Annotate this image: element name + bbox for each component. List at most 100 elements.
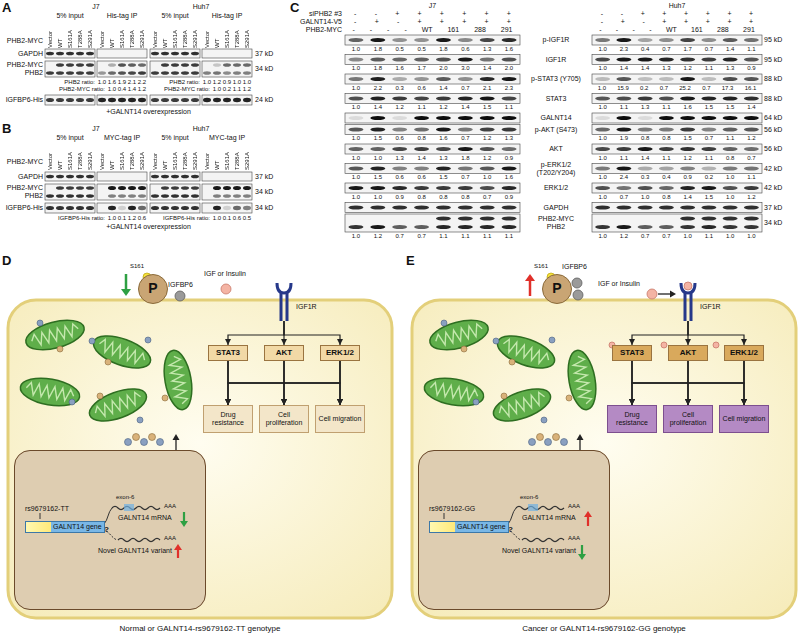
blot-band bbox=[744, 128, 759, 132]
blot-band bbox=[480, 147, 495, 151]
ratio-values: 1.0 1.8 0.5 0.5 1.8 0.6 1.3 1.6 bbox=[352, 46, 513, 52]
blot-band bbox=[414, 225, 429, 229]
blot-band bbox=[659, 186, 674, 190]
blot-band bbox=[243, 71, 251, 75]
lane-symbols: - - + + + + + + bbox=[354, 10, 511, 17]
blot-frame bbox=[202, 172, 252, 181]
blot-band bbox=[370, 97, 385, 101]
blot-band bbox=[76, 98, 84, 102]
blot-band bbox=[436, 225, 451, 229]
blot-band bbox=[414, 147, 429, 151]
blot-band bbox=[723, 206, 738, 210]
cell-line: J7 bbox=[429, 2, 436, 9]
blot-frame bbox=[345, 203, 520, 213]
signal-arrow bbox=[228, 361, 284, 405]
blot-band bbox=[66, 52, 74, 56]
blot-band bbox=[480, 206, 495, 210]
lane-symbols: - + - + + + + + bbox=[601, 18, 753, 25]
site-label: S161 bbox=[130, 263, 144, 269]
blot-band bbox=[223, 186, 231, 190]
blot-band bbox=[223, 206, 231, 211]
blot-frame bbox=[345, 164, 520, 174]
signal-box: ERK1/2 bbox=[320, 345, 360, 361]
size-marker: 95 kD bbox=[764, 36, 782, 43]
blot-band bbox=[744, 58, 759, 62]
blot-band bbox=[108, 98, 116, 103]
condition-note: +GALNT14 overexpression bbox=[106, 223, 191, 230]
lane-label: T288A bbox=[129, 143, 135, 170]
lane-label: WT bbox=[162, 143, 168, 170]
blot-band bbox=[458, 77, 473, 81]
lane-label: S161A bbox=[67, 143, 73, 170]
blot-band bbox=[480, 128, 495, 132]
blot-band bbox=[370, 167, 385, 171]
gene-box: GALNT14 gene bbox=[429, 521, 509, 533]
signal-box: STAT3 bbox=[612, 345, 652, 361]
lane-label: S291A bbox=[139, 143, 145, 170]
blot-band bbox=[458, 186, 473, 190]
blot-band bbox=[138, 98, 146, 103]
blot-band bbox=[680, 225, 695, 229]
signal-arrow bbox=[688, 361, 744, 405]
blot-band bbox=[638, 38, 653, 42]
protein-label: IGFBP6-His bbox=[6, 204, 43, 211]
blot-band bbox=[86, 52, 94, 56]
panel-letter: C bbox=[290, 1, 299, 15]
blot-band bbox=[191, 186, 199, 190]
blot-frame bbox=[345, 183, 520, 193]
panel-letter: B bbox=[2, 122, 11, 136]
blot-band bbox=[392, 225, 407, 229]
blot-band bbox=[595, 186, 610, 190]
blot-band bbox=[191, 206, 199, 210]
blot-band bbox=[502, 147, 517, 151]
blot-band bbox=[171, 186, 179, 190]
ratio-label: PHB2-MYC ratio: bbox=[164, 86, 210, 92]
node-text: Drug resistance bbox=[610, 411, 654, 426]
blot-band bbox=[616, 147, 631, 151]
blot-band bbox=[502, 77, 517, 81]
blot-band bbox=[723, 97, 738, 101]
blot-band bbox=[46, 52, 54, 56]
blot-band bbox=[502, 206, 517, 210]
blot-band bbox=[171, 52, 179, 56]
blot-band bbox=[616, 58, 631, 62]
lane-symbols: - - - - WT 161 288 291 bbox=[599, 26, 755, 33]
protein-label: p-IGF1R bbox=[523, 36, 589, 43]
blot-band bbox=[680, 38, 695, 42]
lane-label: S161A bbox=[172, 143, 178, 170]
blot-frame bbox=[150, 184, 200, 200]
blot-band bbox=[723, 116, 738, 120]
blot-band bbox=[233, 186, 241, 190]
blot-band bbox=[181, 52, 189, 56]
ratio-values: 1.0 0.4 1.4 1.2 bbox=[108, 86, 146, 92]
blot-band bbox=[436, 116, 451, 120]
blot-band bbox=[233, 98, 241, 103]
blot-band bbox=[76, 186, 84, 190]
outcome-box: Cell proliferation bbox=[259, 405, 309, 433]
blot-band bbox=[502, 116, 517, 120]
molecule-label: IGF or Insulin bbox=[598, 280, 640, 287]
node-text: ERK1/2 bbox=[730, 349, 758, 358]
nucleus: rs9679162-GGGALNT14 gene bbox=[418, 450, 610, 610]
blot-band bbox=[108, 194, 116, 198]
blot-band bbox=[723, 186, 738, 190]
blot-band bbox=[370, 116, 385, 120]
blot-frame bbox=[150, 61, 200, 77]
ratio-label: PHB2 ratio: bbox=[169, 79, 200, 85]
blot-frame bbox=[592, 164, 762, 174]
blot-frame bbox=[97, 61, 147, 77]
blot-frame bbox=[45, 49, 95, 58]
blot-band bbox=[243, 98, 251, 103]
blot-band bbox=[701, 38, 716, 42]
blot-frame bbox=[202, 203, 252, 213]
blot-band bbox=[151, 175, 159, 179]
blot-frame bbox=[345, 74, 520, 84]
blot-band bbox=[128, 63, 136, 67]
size-marker: 64 kD bbox=[764, 114, 782, 121]
blot-band bbox=[659, 97, 674, 101]
lane-label: Vector bbox=[47, 21, 53, 48]
lane-label: S161A bbox=[172, 21, 178, 48]
size-marker: 34 kD bbox=[764, 219, 782, 226]
blot-band bbox=[370, 38, 385, 42]
